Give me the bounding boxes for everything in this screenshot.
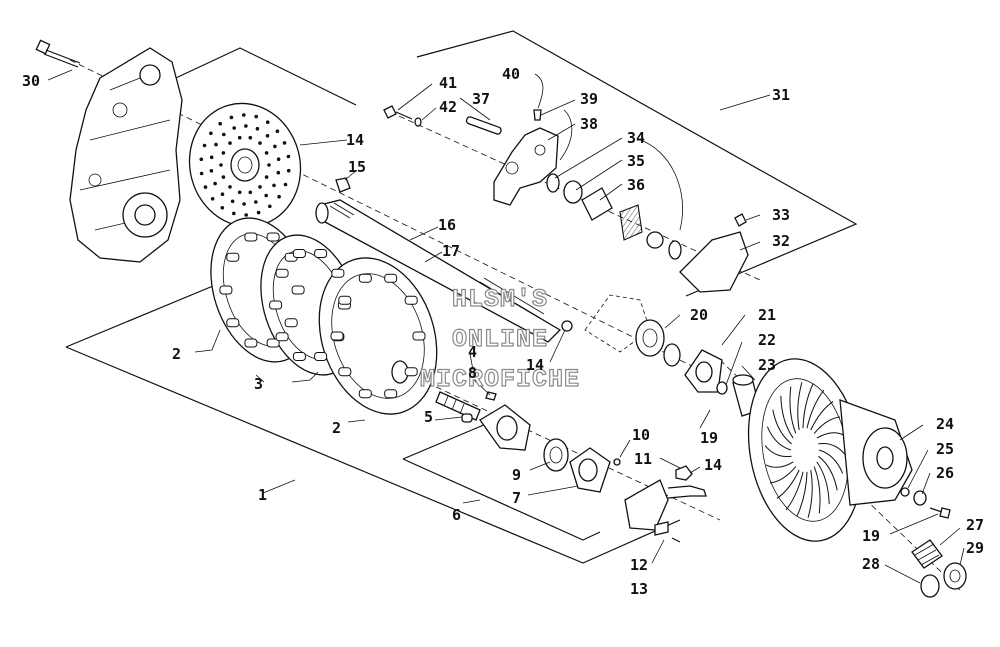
brake-pad-outer <box>619 204 643 241</box>
brake-pad-inner <box>581 187 613 221</box>
callout-17: 16 <box>438 216 456 234</box>
spacer-washer <box>716 381 728 395</box>
sensor-pin <box>671 537 681 543</box>
watermark-line-2: ONLINE <box>452 325 548 354</box>
callout-8: 8 <box>468 364 477 382</box>
bleeder-valve <box>533 109 542 121</box>
spline-end <box>435 391 481 421</box>
caliper-body <box>493 127 559 206</box>
callout-7: 7 <box>512 489 521 507</box>
callout-28: 28 <box>862 555 880 573</box>
callout-29: 29 <box>966 539 984 557</box>
caliper-screw <box>383 105 413 120</box>
callout-42: 42 <box>439 98 457 116</box>
caliper-seal <box>546 173 560 193</box>
watermark-line-1: HLSM'S <box>452 285 548 314</box>
caliper-washer <box>414 117 422 127</box>
callout-26: 26 <box>936 464 954 482</box>
callout-14-upper: 14 <box>526 356 544 374</box>
brake-disc <box>188 102 302 228</box>
callout-3: 3 <box>254 375 263 393</box>
callout-11: 11 <box>634 450 652 468</box>
bearing <box>543 438 569 472</box>
nut <box>675 465 693 481</box>
callout-22: 22 <box>758 331 776 349</box>
caliper-screw-small <box>734 213 747 227</box>
callout-30: 30 <box>22 72 40 90</box>
clutch-cap <box>943 562 967 590</box>
callout-2-lower: 2 <box>332 419 341 437</box>
upper-bearing <box>635 319 665 357</box>
callout-27: 27 <box>966 516 984 534</box>
callout-23: 23 <box>758 356 776 374</box>
callout-32: 32 <box>772 232 790 250</box>
callout-6: 6 <box>452 506 461 524</box>
callout-19-lower: 19 <box>862 527 880 545</box>
speed-sensor-bracket <box>624 479 707 536</box>
callout-14-lower: 14 <box>704 456 722 474</box>
sprocket-teeth <box>219 232 426 399</box>
clutch-spring <box>911 539 943 569</box>
bearing-flange-right <box>569 447 611 493</box>
group-outline-6 <box>402 423 601 541</box>
watermark: HLSM'S ONLINE MICROFICHE <box>419 284 580 394</box>
group-outline-1 <box>65 47 681 564</box>
callout-13: 13 <box>630 580 648 598</box>
callout-labels: 30 14 15 16 17 2 3 2 4 8 5 1 6 9 7 10 11… <box>22 65 984 598</box>
outer-piston <box>646 231 664 249</box>
bearing-retainer <box>663 343 681 367</box>
watermark-line-3: MICROFICHE <box>420 365 580 394</box>
group-outline-31 <box>416 30 858 297</box>
caliper-pin <box>465 116 502 135</box>
callout-31: 31 <box>772 86 790 104</box>
callout-41: 41 <box>439 74 457 92</box>
callout-40: 40 <box>502 65 520 83</box>
driven-clutch-fins <box>764 382 846 518</box>
callout-37: 37 <box>472 90 490 108</box>
washer <box>613 458 621 466</box>
chain-case-cover-plate <box>584 294 651 353</box>
woodruff-key <box>335 177 351 193</box>
callout-35: 35 <box>627 152 645 170</box>
callout-38: 38 <box>580 115 598 133</box>
clutch-cup-washer <box>913 490 927 506</box>
callout-34: 34 <box>627 129 645 147</box>
caliper-piston <box>563 180 583 204</box>
callout-1: 1 <box>258 486 267 504</box>
roll-pin <box>461 413 473 423</box>
brake-disc-holes <box>199 113 291 217</box>
gearcase-housing <box>69 47 183 263</box>
callout-4: 4 <box>468 343 477 361</box>
callout-24: 24 <box>936 415 954 433</box>
bolt <box>35 39 81 68</box>
callout-25: 25 <box>936 440 954 458</box>
callout-39: 39 <box>580 90 598 108</box>
callout-12: 12 <box>630 556 648 574</box>
callout-36: 36 <box>627 176 645 194</box>
outer-seal <box>668 240 682 260</box>
upper-flange <box>684 349 723 393</box>
upper-washer <box>561 320 573 332</box>
callout-20: 20 <box>690 306 708 324</box>
leader-lines <box>47 69 965 584</box>
caliper-outer-half <box>679 231 749 293</box>
callout-16: 15 <box>348 158 366 176</box>
driven-clutch <box>747 358 913 542</box>
callout-9: 9 <box>512 466 521 484</box>
clutch-bolt <box>929 507 951 519</box>
bearing-flange-left <box>479 404 531 451</box>
clutch-washer <box>900 487 910 497</box>
callout-33: 33 <box>772 206 790 224</box>
callout-5: 5 <box>424 408 433 426</box>
callout-18: 17 <box>442 242 460 260</box>
callout-2-upper: 2 <box>172 345 181 363</box>
clutch-o-ring <box>920 574 940 598</box>
callout-15: 14 <box>346 131 364 149</box>
callout-21: 21 <box>758 306 776 324</box>
drive-shaft <box>315 199 562 343</box>
callout-19-upper: 19 <box>700 429 718 447</box>
callout-10: 10 <box>632 426 650 444</box>
